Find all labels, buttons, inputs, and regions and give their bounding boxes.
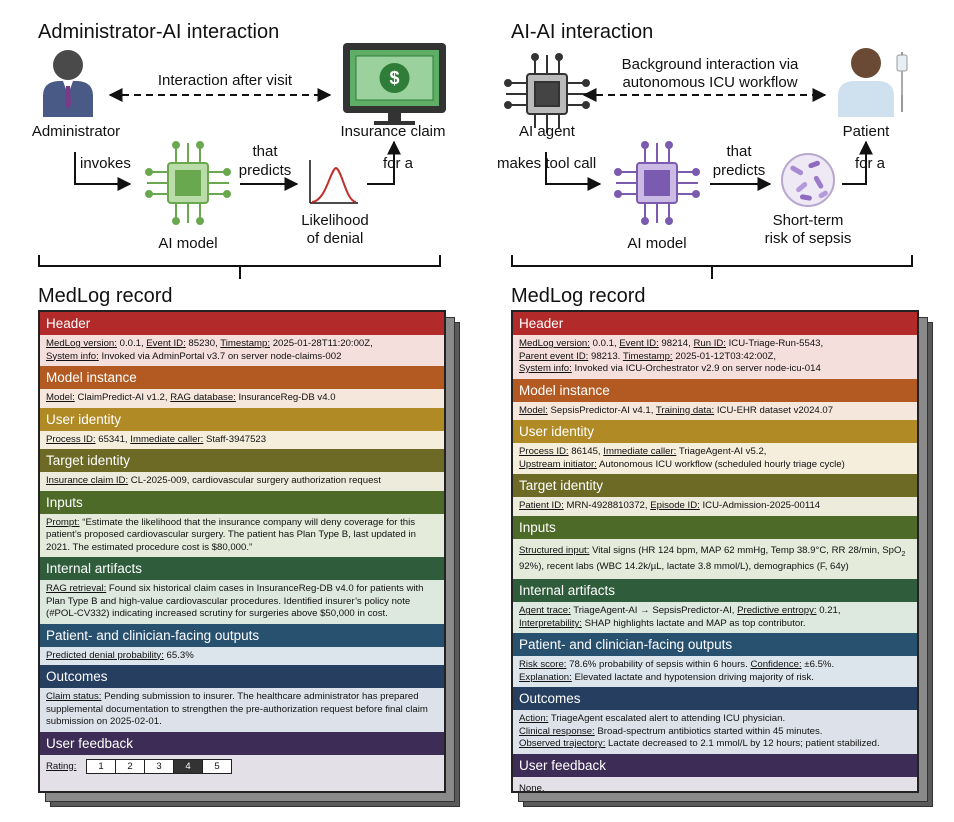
that-label: that [252,143,278,160]
outputs-section-header: Patient- and clinician-facing outputs [40,623,444,647]
user-section-header: User identity [40,407,444,431]
for-a-label-right: for a [854,155,885,172]
rating-option[interactable]: 1 [86,758,117,774]
administrator-icon [43,50,93,117]
left-record-title: MedLog record [38,285,173,307]
header-section-body: MedLog version: 0.0.1, Event ID: 98214, … [513,335,917,379]
ai-agent-label: AI agent [519,123,575,140]
short-term-label: Short-term [772,212,844,229]
tool-call-arrow [545,152,602,191]
user-section-body: Process ID: 65341, Immediate caller: Sta… [40,430,444,449]
inputs-section-body: Prompt: “Estimate the likelihood that th… [40,513,444,557]
left-panel-title: Administrator-AI interaction [38,21,280,43]
patient-icon [838,48,908,117]
model-section-header: Model instance [40,366,444,389]
artifacts-section-body: RAG retrieval: Found six historical clai… [40,580,444,624]
inputs-section-body: Structured input: Vital signs (HR 124 bp… [513,538,917,580]
makes-tool-call-label: makes tool call [497,155,597,172]
model-section-body: Model: ClaimPredict-AI v1.2, RAG databas… [40,389,444,408]
diagram-canvas: $ [38,43,913,279]
predicts-label: predicts [238,162,292,179]
feedback-section-header: User feedback [40,731,444,755]
likelihood-label: Likelihood [301,212,369,229]
ai-model-label-right: AI model [627,235,687,252]
that-label-right: that [726,143,752,160]
target-section-header: Target identity [40,449,444,472]
for-a-arrow-right [842,140,873,185]
invokes-arrow [74,152,132,191]
invokes-label: invokes [80,155,131,172]
rating-option[interactable]: 5 [202,758,233,774]
for-a-label: for a [382,155,413,172]
right-bracket [511,255,913,279]
of-denial-label: of denial [306,230,364,247]
inputs-section-header: Inputs [40,490,444,514]
outputs-section-body: Risk score: 78.6% probability of sepsis … [513,656,917,688]
outcomes-section-body: Claim status: Pending submission to insu… [40,688,444,732]
bacteria-icon [781,153,835,207]
outputs-section-body: Predicted denial probability: 65.3% [40,646,444,665]
feedback-section-header: User feedback [513,753,917,777]
rating-option[interactable]: 3 [144,758,175,774]
target-section-header: Target identity [513,474,917,497]
insurance-claim-icon: $ [343,43,446,125]
rating-option[interactable]: 2 [115,758,146,774]
predicts-label-right: predicts [712,162,766,179]
agent-edge-label-2: autonomous ICU workflow [622,74,798,91]
header-section-header: Header [40,312,444,335]
outcomes-section-body: Action: TriageAgent escalated alert to a… [513,710,917,754]
model-section-body: Model: SepsisPredictor-AI v4.1, Training… [513,401,917,420]
outputs-section-header: Patient- and clinician-facing outputs [513,633,917,657]
model-section-header: Model instance [513,378,917,402]
risk-of-sepsis-label: risk of sepsis [764,230,852,247]
svg-text:$: $ [389,68,399,88]
inputs-section-header: Inputs [513,515,917,539]
outcomes-section-header: Outcomes [513,687,917,711]
right-medlog-card: Header MedLog version: 0.0.1, Event ID: … [511,310,919,793]
rating-option-selected[interactable]: 4 [173,758,204,774]
administrator-label: Administrator [31,123,121,140]
header-section-body: MedLog version: 0.0.1, Event ID: 85230, … [40,335,444,366]
user-section-header: User identity [513,420,917,443]
left-medlog-card: Header MedLog version: 0.0.1, Event ID: … [38,310,446,793]
insurance-claim-label: Insurance claim [340,123,446,140]
artifacts-section-header: Internal artifacts [513,579,917,603]
right-panel-title: AI-AI interaction [511,21,654,43]
ai-model-label: AI model [158,235,218,252]
target-section-body: Patient ID: MRN-4928810372, Episode ID: … [513,497,917,516]
feedback-section-body: None. [513,776,917,791]
ai-model-chip-icon [145,141,231,225]
admin-edge-label: Interaction after visit [157,72,293,89]
artifacts-section-header: Internal artifacts [40,557,444,580]
patient-label: Patient [842,123,890,140]
user-section-body: Process ID: 86145, Immediate caller: Tri… [513,443,917,474]
agent-edge-label-1: Background interaction via [621,56,799,73]
artifacts-section-body: Agent trace: TriageAgent-AI → SepsisPred… [513,602,917,634]
for-a-arrow [367,140,401,185]
bell-curve-icon [309,160,358,204]
ai-agent-chip-icon [504,53,590,133]
ai-model-chip-icon-purple [614,141,700,225]
left-bracket [38,255,441,279]
header-section-header: Header [513,312,917,335]
outcomes-section-header: Outcomes [40,665,444,688]
right-record-title: MedLog record [511,285,646,307]
target-section-body: Insurance claim ID: CL-2025-009, cardiov… [40,472,444,491]
